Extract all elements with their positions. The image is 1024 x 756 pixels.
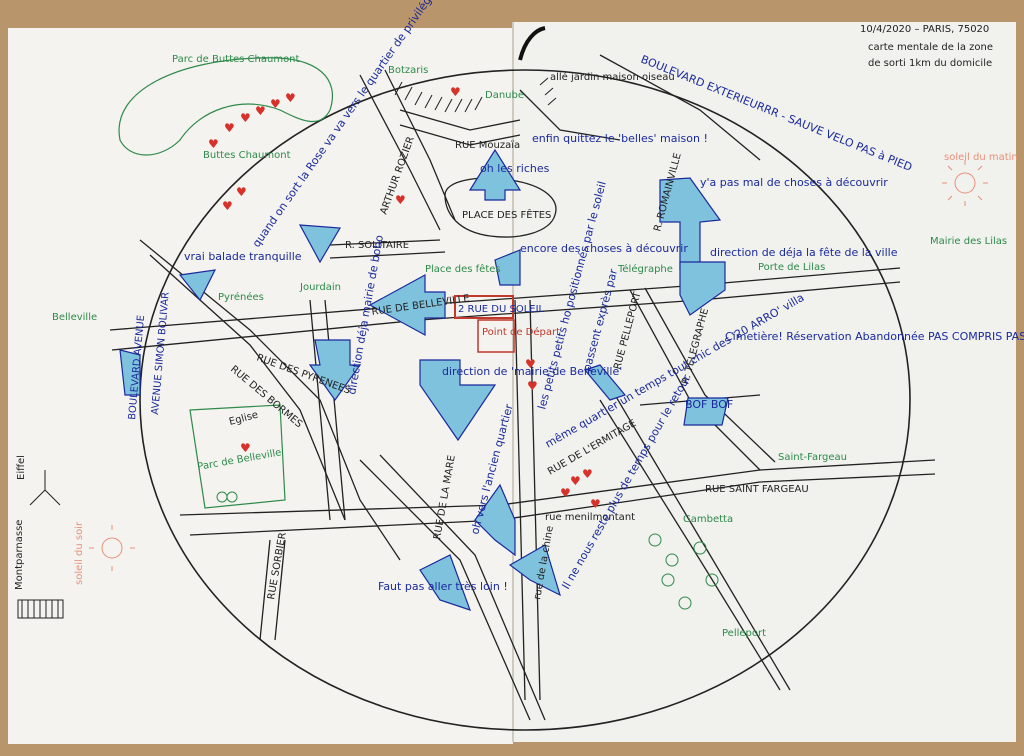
rue-fargeau: RUE SAINT FARGEAU	[705, 484, 809, 495]
svg-text:♥: ♥	[270, 97, 281, 111]
metro-buttes-chaumont: Buttes Chaumont	[203, 150, 291, 161]
svg-text:♥: ♥	[240, 441, 251, 455]
note-vrai-balade: vrai balade tranquille	[184, 250, 302, 263]
metro-mairie-lilas: Mairie des Lilas	[930, 236, 1007, 247]
ink-mark	[518, 26, 546, 61]
rue-mouzaia: RUE Mouzaïa	[455, 140, 520, 151]
date-city: 10/4/2020 – PARIS, 75020	[860, 24, 989, 35]
svg-text:♥: ♥	[590, 497, 601, 511]
svg-text:♥: ♥	[285, 91, 296, 105]
point-depart: Point de Départ	[482, 326, 560, 338]
svg-text:♥: ♥	[450, 85, 461, 99]
allee-label: allé jardin maison oiseau	[550, 71, 675, 83]
metro-belleville: Belleville	[52, 312, 97, 323]
metro-pyrenees: Pyrénées	[218, 291, 264, 303]
note-faut-pas: Faut pas aller très loin !	[378, 580, 508, 593]
direction-arrows	[119, 148, 729, 611]
soleil-soir: soleil du soir	[74, 521, 85, 585]
zone-boundary-circle	[139, 69, 911, 731]
parc-buttes-chaumont: Parc de Buttes Chaumont	[172, 54, 300, 65]
svg-text:♥: ♥	[560, 486, 571, 500]
soleil-matin: soleil du matin	[944, 152, 1018, 163]
bof-label: BOF BOF	[685, 398, 733, 411]
svg-text:♥: ♥	[222, 199, 233, 213]
note-encore-choses: encore des choses à découvrir	[520, 242, 688, 255]
caption-line2: de sorti 1km du domicile	[868, 58, 992, 69]
metro-gambetta: Gambetta	[683, 514, 733, 525]
buttes-chaumont-park	[118, 57, 334, 156]
start-address: 2 RUE DU SOLEIL	[458, 304, 545, 315]
metro-pelleport: Pelleport	[722, 628, 766, 639]
metro-porte-lilas: Porte de Lilas	[758, 262, 825, 273]
note-oh-riches: oh les riches	[480, 162, 550, 175]
point-depart-box	[477, 319, 515, 353]
note-y-a-pas: y'a pas mal de choses à découvrir	[700, 176, 888, 189]
metro-place-des-fetes: Place des fêtes	[425, 263, 501, 275]
svg-text:♥: ♥	[208, 137, 219, 151]
svg-text:♥: ♥	[224, 121, 235, 135]
svg-text:♥: ♥	[525, 357, 536, 371]
r-solitaire: R. SOLITAIRE	[345, 240, 409, 251]
note-direction-mairie: direction de 'mairie de Belleville'	[442, 365, 622, 378]
landmark-drawings	[17, 470, 64, 619]
svg-text:♥: ♥	[582, 467, 593, 481]
eiffel-label: Eiffel	[16, 455, 27, 480]
svg-text:♥: ♥	[395, 193, 406, 207]
parc-belleville-shape	[189, 404, 286, 509]
hatched-area	[394, 77, 557, 113]
svg-text:♥: ♥	[255, 104, 266, 118]
svg-text:♥: ♥	[527, 379, 538, 393]
note-direction-deja: direction de déja la fête de la ville	[710, 246, 898, 259]
svg-text:♥: ♥	[240, 111, 251, 125]
montparnasse-label: Montparnasse	[14, 520, 25, 590]
caption-line1: carte mentale de la zone	[868, 42, 993, 53]
rue-menilmontant: rue menilmontant	[545, 512, 635, 523]
metro-telegraphe: Télégraphe	[617, 263, 673, 275]
metro-jourdain: Jourdain	[299, 282, 341, 293]
hearts: ♥ ♥ ♥ ♥ ♥ ♥ ♥ ♥ ♥ ♥ ♥ ♥ ♥ ♥ ♥ ♥ ♥	[208, 85, 601, 511]
trees	[216, 491, 719, 610]
note-cimetiere: Cimetière! Réservation Abandonnée PAS CO…	[725, 330, 1024, 343]
streets	[109, 54, 936, 721]
svg-text:♥: ♥	[570, 474, 581, 488]
metro-danube: Danube	[485, 90, 524, 101]
note-enfin-quittez: enfin quittez le 'belles' maison !	[532, 132, 708, 145]
svg-text:♥: ♥	[236, 185, 247, 199]
place-des-fetes: PLACE DES FÊTES	[462, 208, 551, 221]
metro-botzaris: Botzaris	[388, 65, 428, 76]
start-address-box	[454, 295, 514, 319]
metro-saint-fargeau: Saint-Fargeau	[778, 452, 847, 463]
metro-stations: Botzaris Danube Buttes Chaumont Bellevil…	[52, 65, 1007, 639]
sun-drawings	[89, 160, 988, 571]
